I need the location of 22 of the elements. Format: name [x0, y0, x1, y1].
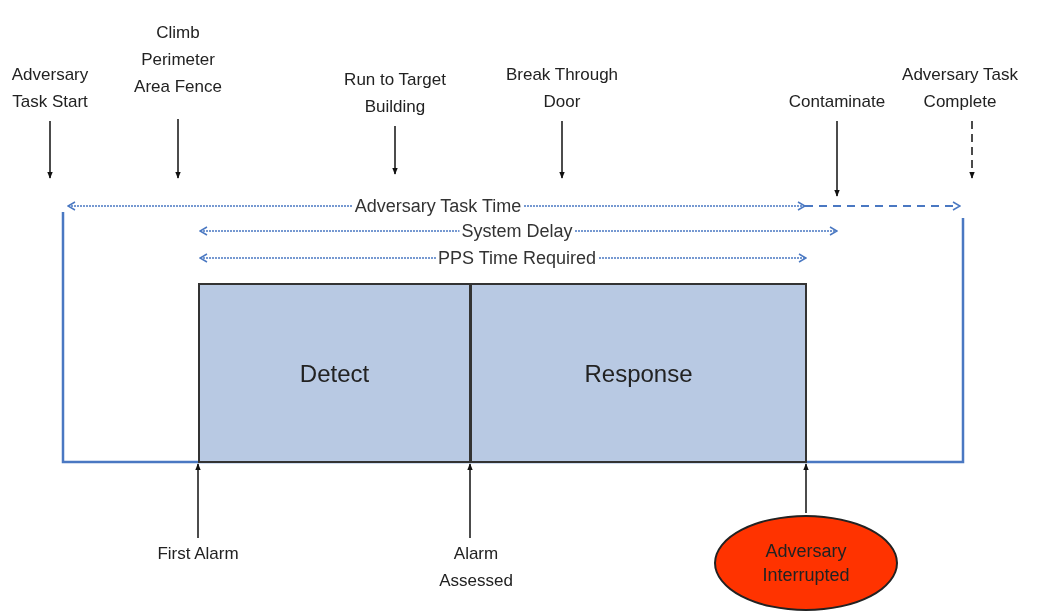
- arrow: [969, 120, 975, 179]
- arrow: [175, 118, 181, 179]
- event-label: Climb Perimeter Area Fence: [133, 21, 223, 98]
- arrow: [195, 463, 201, 539]
- phase-box: Response: [470, 283, 807, 463]
- dimension-label: Adversary Task Time: [352, 197, 524, 215]
- event-label: Contaminate: [788, 91, 886, 113]
- event-label: Break Through Door: [504, 64, 620, 113]
- arrow: [834, 120, 840, 197]
- arrow: [559, 120, 565, 179]
- arrow: [467, 463, 473, 539]
- phase-box: Detect: [198, 283, 471, 463]
- event-ellipse: Adversary Interrupted: [714, 515, 898, 611]
- dimension-label: PPS Time Required: [435, 249, 599, 267]
- event-label: Adversary Task Start: [10, 64, 90, 113]
- event-label: Alarm Assessed: [438, 543, 514, 592]
- event-label: Run to Target Building: [343, 69, 447, 118]
- event-label: First Alarm: [157, 543, 239, 565]
- arrow: [803, 463, 809, 514]
- arrow: [392, 125, 398, 175]
- dimension-label: System Delay: [459, 222, 575, 240]
- arrow: [47, 120, 53, 179]
